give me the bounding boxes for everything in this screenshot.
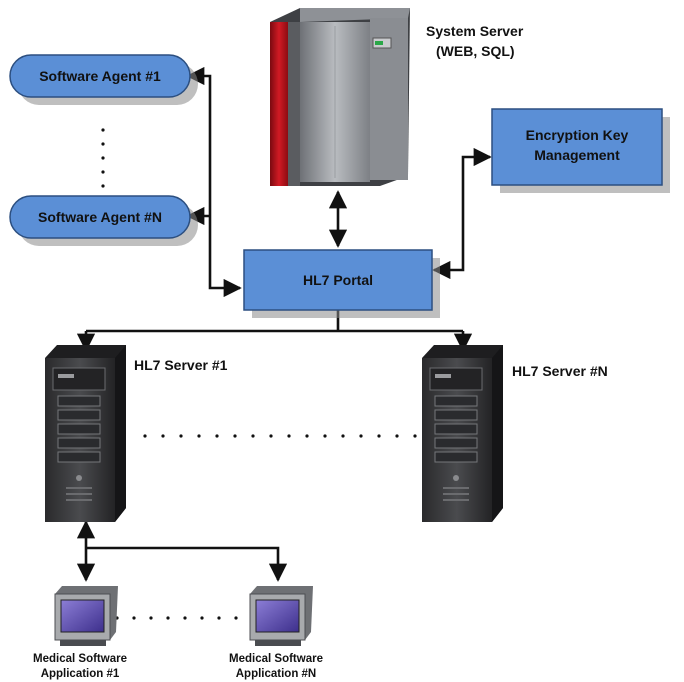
encryption-key-management-node[interactable]: Encryption Key Management xyxy=(491,108,670,193)
tower-server-icon xyxy=(45,345,126,522)
portal-to-encryption-connector xyxy=(432,147,492,280)
system-server-label: System Server xyxy=(426,23,524,39)
medical-app-n-node[interactable]: Medical Software Application #N xyxy=(229,586,323,680)
computer-terminal-icon xyxy=(249,586,313,646)
agents-ellipsis xyxy=(101,128,105,188)
software-agent-n-label: Software Agent #N xyxy=(38,209,162,225)
hl7-server-1-node[interactable]: HL7 Server #1 xyxy=(45,345,228,522)
medical-app-1-sublabel: Application #1 xyxy=(41,668,120,680)
computer-terminal-icon xyxy=(54,586,118,646)
medical-app-n-label: Medical Software xyxy=(229,653,323,665)
medical-app-1-node[interactable]: Medical Software Application #1 xyxy=(33,586,127,680)
system-server-sublabel: (WEB, SQL) xyxy=(436,43,515,59)
servers-ellipsis xyxy=(143,434,417,438)
system-server-node[interactable]: System Server (WEB, SQL) xyxy=(270,8,524,186)
encryption-key-sublabel: Management xyxy=(534,147,620,163)
tower-server-icon xyxy=(422,345,503,522)
hl7-server-1-label: HL7 Server #1 xyxy=(134,357,228,373)
software-agent-n-node[interactable]: Software Agent #N xyxy=(9,195,198,246)
server-rack-icon xyxy=(270,8,410,186)
hl7-server-n-node[interactable]: HL7 Server #N xyxy=(422,345,608,522)
software-agent-1-node[interactable]: Software Agent #1 xyxy=(9,54,198,105)
medical-app-1-label: Medical Software xyxy=(33,653,127,665)
hl7-server-n-label: HL7 Server #N xyxy=(512,363,608,379)
hl7-portal-node[interactable]: HL7 Portal xyxy=(243,249,440,318)
apps-ellipsis xyxy=(98,616,272,620)
software-agent-1-label: Software Agent #1 xyxy=(39,68,161,84)
apps-branch-connector xyxy=(86,546,288,582)
agent1-to-portal-connector xyxy=(186,66,242,298)
encryption-key-label: Encryption Key xyxy=(526,127,629,143)
medical-app-n-sublabel: Application #N xyxy=(236,668,317,680)
hl7-portal-label: HL7 Portal xyxy=(303,272,373,288)
